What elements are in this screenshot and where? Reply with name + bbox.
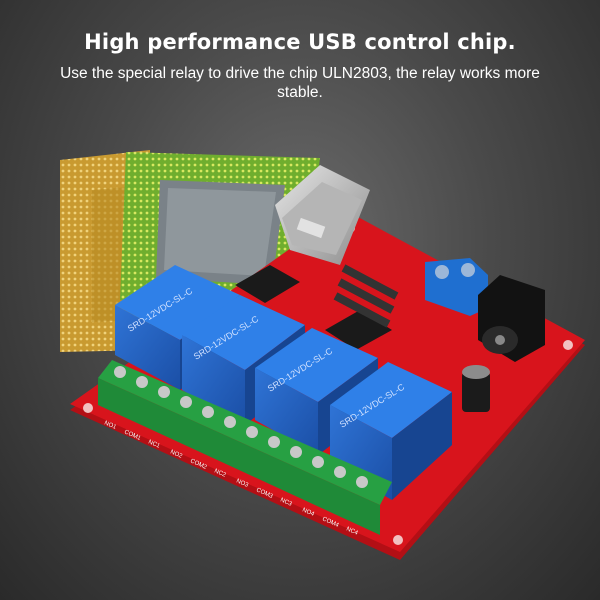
power-terminal [425,258,488,316]
usb-connector [275,165,370,265]
terminal-label: NC1 [147,439,161,450]
terminal-label: NO1 [103,420,117,431]
terminal-label: NO4 [301,507,315,518]
terminal-label: NO3 [235,478,249,489]
terminal-block [98,360,392,535]
headline: High performance USB control chip. [84,30,516,54]
dc-jack [478,275,545,362]
terminal-label: NC4 [345,526,359,537]
terminal-label: NC2 [213,468,227,479]
ic-chip-main [235,265,300,303]
terminal-label: NC3 [279,497,293,508]
description: Use the special relay to drive the chip … [60,65,540,101]
resistor-array [333,264,399,328]
capacitor [462,365,490,412]
terminal-label: NO2 [169,449,183,460]
